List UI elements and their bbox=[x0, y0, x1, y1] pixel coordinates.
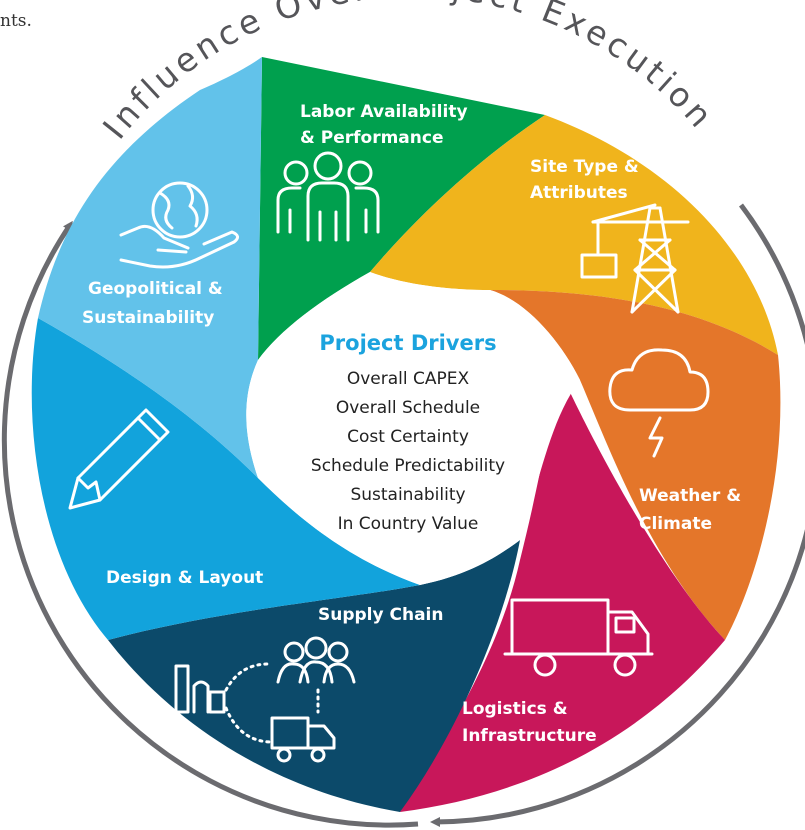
crane-tower-icon bbox=[580, 203, 690, 314]
center-item: Sustainability bbox=[350, 485, 465, 505]
outer-arrow-left bbox=[1, 220, 419, 828]
segment-logistics bbox=[400, 370, 725, 812]
globe-hand-icon bbox=[119, 181, 239, 269]
storm-cloud-icon bbox=[608, 348, 710, 458]
supply-network-icon bbox=[174, 636, 356, 763]
outer-arrow-right bbox=[430, 203, 805, 827]
segment-supply bbox=[108, 540, 520, 812]
segment-design bbox=[31, 318, 421, 640]
site-label-line-2: Attributes bbox=[530, 183, 628, 203]
site-label-line-1: Site Type & bbox=[530, 157, 639, 177]
labor-label-line-1: Labor Availability bbox=[300, 102, 468, 122]
center-item: In Country Value bbox=[338, 514, 479, 534]
truck-icon bbox=[503, 598, 654, 677]
center-item: Overall CAPEX bbox=[347, 369, 470, 389]
geo-label-line-1: Geopolitical & bbox=[88, 279, 223, 299]
center-item: Schedule Predictability bbox=[311, 456, 505, 476]
segment-labels: Labor Availability & Performance Site Ty… bbox=[82, 102, 741, 746]
center-area bbox=[246, 272, 580, 585]
segment-weather bbox=[490, 290, 781, 640]
weather-label-line-2: Climate bbox=[639, 514, 712, 534]
people-group-icon bbox=[276, 151, 380, 242]
weather-label-line-1: Weather & bbox=[639, 486, 741, 506]
segments-group bbox=[31, 57, 781, 812]
segment-labor bbox=[258, 57, 545, 360]
design-label-line-1: Design & Layout bbox=[106, 568, 263, 588]
geo-label-line-2: Sustainability bbox=[82, 308, 214, 328]
labor-label-line-2: & Performance bbox=[300, 128, 443, 148]
center-item: Overall Schedule bbox=[336, 398, 480, 418]
logistics-label-line-2: Infrastructure bbox=[462, 726, 597, 746]
center-item: Cost Certainty bbox=[347, 427, 469, 447]
pencil-icon bbox=[68, 408, 170, 510]
center-list: Overall CAPEX Overall Schedule Cost Cert… bbox=[311, 369, 505, 534]
center-title: Project Drivers bbox=[319, 331, 496, 355]
supply-label-line-1: Supply Chain bbox=[318, 605, 444, 625]
logistics-label-line-1: Logistics & bbox=[462, 699, 568, 719]
cropped-text-fragment: nts. bbox=[0, 11, 32, 31]
